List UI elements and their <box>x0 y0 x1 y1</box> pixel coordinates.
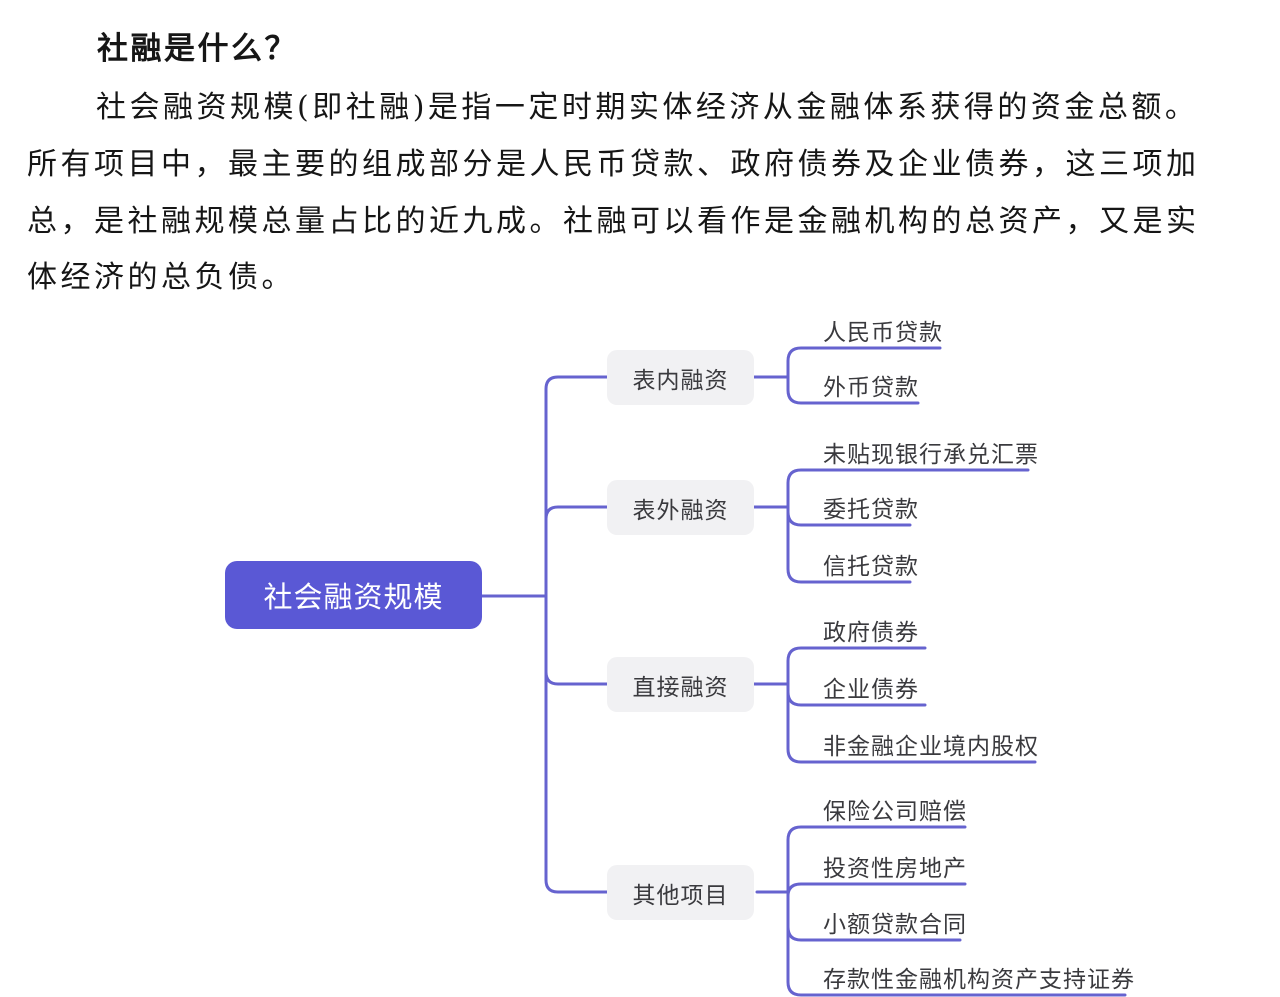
leaf-entrusted-loans: 委托贷款 <box>823 496 919 522</box>
leaf-trust-loans: 信托贷款 <box>823 553 919 579</box>
leaf-investment-real-estate: 投资性房地产 <box>823 855 967 881</box>
leaf-government-bonds: 政府债券 <box>823 619 919 645</box>
branch-other-items: 其他项目 <box>607 865 754 920</box>
leaf-insurance-compensation: 保险公司赔偿 <box>823 798 967 824</box>
article-paragraph-line: 体经济的总负债。 <box>27 260 295 295</box>
branch-on-balance-sheet-financing: 表内融资 <box>607 350 754 405</box>
leaf-corporate-bonds: 企业债券 <box>823 676 919 702</box>
leaf-non-financial-enterprise-domestic-equity: 非金融企业境内股权 <box>823 733 1039 759</box>
leaf-foreign-currency-loans: 外币贷款 <box>823 374 919 400</box>
article-paragraph-line: 所有项目中，最主要的组成部分是人民币贷款、政府债券及企业债券，这三项加 <box>27 147 1200 182</box>
article-heading: 社融是什么？ <box>97 31 298 67</box>
leaf-undiscounted-bank-acceptance-bills: 未贴现银行承兑汇票 <box>823 441 1039 467</box>
branch-off-balance-sheet-financing: 表外融资 <box>607 480 754 535</box>
leaf-depository-fi-asset-backed-securities: 存款性金融机构资产支持证券 <box>823 966 1135 992</box>
leaf-microloan-contracts: 小额贷款合同 <box>823 911 967 937</box>
article-paragraph-line: 总，是社融规模总量占比的近九成。社融可以看作是金融机构的总资产，又是实 <box>27 204 1200 239</box>
branch-direct-financing: 直接融资 <box>607 657 754 712</box>
leaf-rmb-loans: 人民币贷款 <box>823 319 943 345</box>
mindmap-root-node: 社会融资规模 <box>225 561 482 629</box>
article-paragraph-line: 社会融资规模(即社融)是指一定时期实体经济从金融体系获得的资金总额。 <box>96 90 1199 125</box>
